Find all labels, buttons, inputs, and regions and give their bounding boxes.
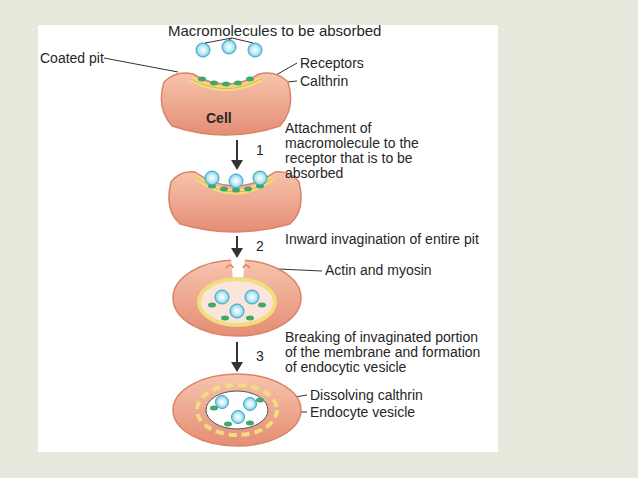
step-description: Breaking of invaginated portion of the m…	[285, 330, 490, 375]
cell-node: Cell	[158, 66, 294, 138]
part-label: Calthrin	[300, 74, 400, 89]
macromolecules	[196, 38, 262, 57]
part-label: Dissolving calthrin	[310, 388, 470, 403]
part-label: Actin and myosin	[325, 263, 475, 278]
cell-outline	[158, 66, 294, 138]
step-number: 3	[256, 349, 276, 364]
cell-stage-3	[173, 258, 301, 336]
part-label: Coated pit	[40, 51, 120, 66]
part-label: Endocyte vesicle	[310, 405, 470, 420]
step-number: 1	[256, 143, 276, 158]
step-description: Inward invagination of entire pit	[285, 232, 480, 247]
cell-stage-2	[169, 171, 301, 232]
cell-stage-4	[173, 374, 301, 446]
step-description: Attachment of macromolecule to the recep…	[285, 121, 445, 181]
step-number: 2	[256, 239, 276, 254]
part-label: Receptors	[300, 56, 400, 71]
cell-label: Cell	[206, 110, 232, 126]
heading-label: Macromolecules to be absorbed	[168, 23, 498, 38]
